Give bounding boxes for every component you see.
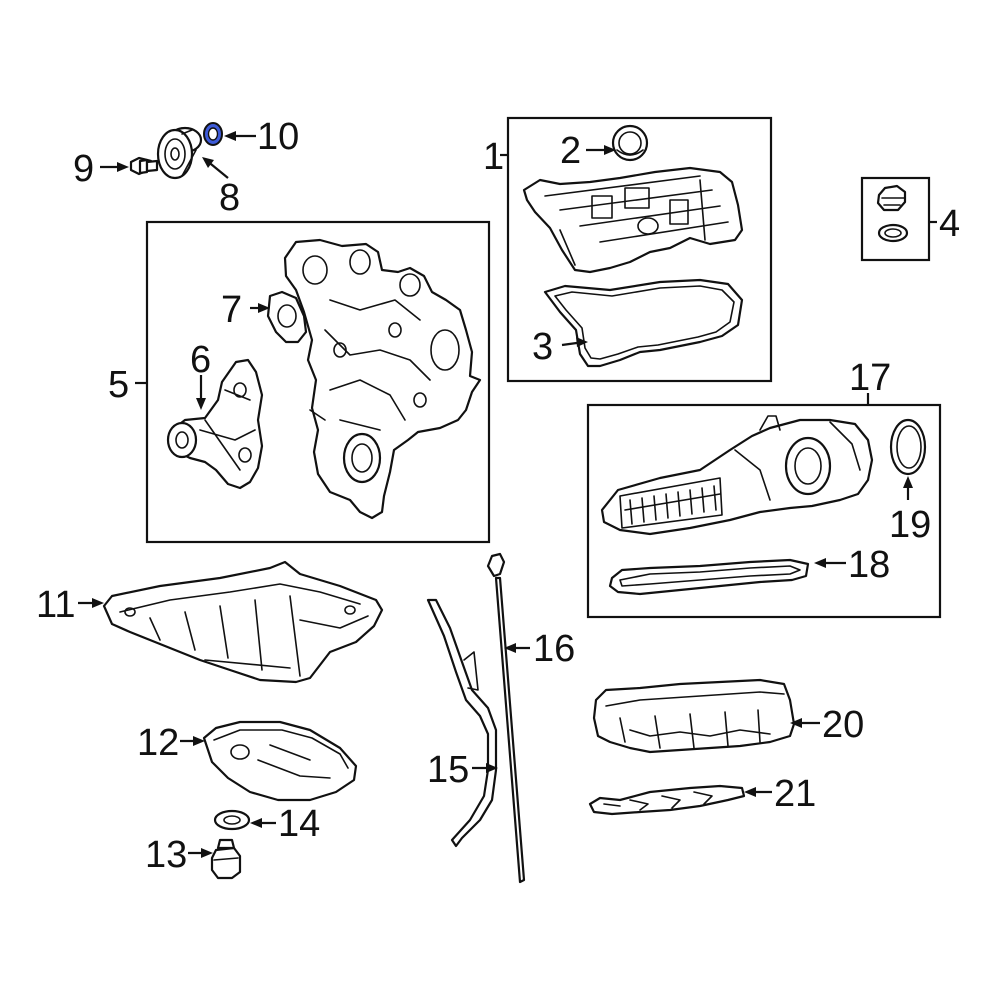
oil-filler-cap-part[interactable]	[876, 184, 909, 243]
callout-20: 20	[822, 704, 864, 746]
intake-plenum-part[interactable]	[600, 415, 874, 536]
callout-10: 10	[257, 116, 299, 158]
callout-4: 4	[939, 203, 960, 245]
callout-16: 16	[533, 628, 575, 670]
callout-labels: 1 2 3 4 5 6 7 8 9 10 11 12 13 14 15 16 1…	[36, 116, 960, 876]
callout-13: 13	[145, 834, 187, 876]
callout-3: 3	[532, 326, 553, 368]
callout-6: 6	[190, 339, 211, 381]
timing-cover-part[interactable]	[283, 238, 482, 520]
dipstick-part[interactable]	[486, 552, 526, 884]
callout-5: 5	[108, 364, 129, 406]
crankshaft-pulley-part[interactable]	[156, 126, 203, 180]
intake-manifold-gasket-part[interactable]	[588, 784, 746, 816]
callout-17: 17	[849, 357, 891, 399]
upper-oil-pan-part[interactable]	[102, 560, 384, 684]
valve-cover-group-box	[506, 116, 773, 383]
intake-manifold-group-box	[586, 403, 942, 619]
callout-15: 15	[427, 749, 469, 791]
intake-manifold-part[interactable]	[592, 678, 796, 754]
callout-14: 14	[278, 803, 320, 845]
callout-12: 12	[137, 722, 179, 764]
water-pump-part[interactable]	[166, 358, 264, 490]
callout-19: 19	[889, 504, 931, 546]
callout-8: 8	[219, 177, 240, 219]
crankshaft-seal-part[interactable]	[203, 122, 223, 146]
valve-cover-part[interactable]	[522, 166, 744, 274]
dipstick-tube-part[interactable]	[426, 598, 498, 848]
callout-21: 21	[774, 773, 816, 815]
drain-plug-part[interactable]	[210, 838, 242, 880]
valve-cover-cap-part[interactable]	[611, 124, 649, 162]
oil-filler-cap-group-box	[860, 176, 931, 262]
callout-11: 11	[36, 584, 75, 626]
callout-18: 18	[848, 544, 890, 586]
valve-cover-gasket-part[interactable]	[543, 278, 744, 368]
callout-7: 7	[221, 289, 242, 331]
water-pump-gasket-part[interactable]	[266, 290, 308, 344]
pulley-bolt-part[interactable]	[129, 156, 159, 176]
leader-lines	[78, 131, 937, 858]
callout-2: 2	[560, 130, 581, 172]
callout-9: 9	[73, 148, 94, 190]
drain-plug-gasket-part[interactable]	[213, 809, 251, 831]
lower-oil-pan-part[interactable]	[202, 720, 358, 802]
callout-1: 1	[483, 136, 504, 178]
plenum-gasket-part[interactable]	[608, 558, 810, 596]
throttle-body-gasket-part[interactable]	[889, 418, 927, 476]
